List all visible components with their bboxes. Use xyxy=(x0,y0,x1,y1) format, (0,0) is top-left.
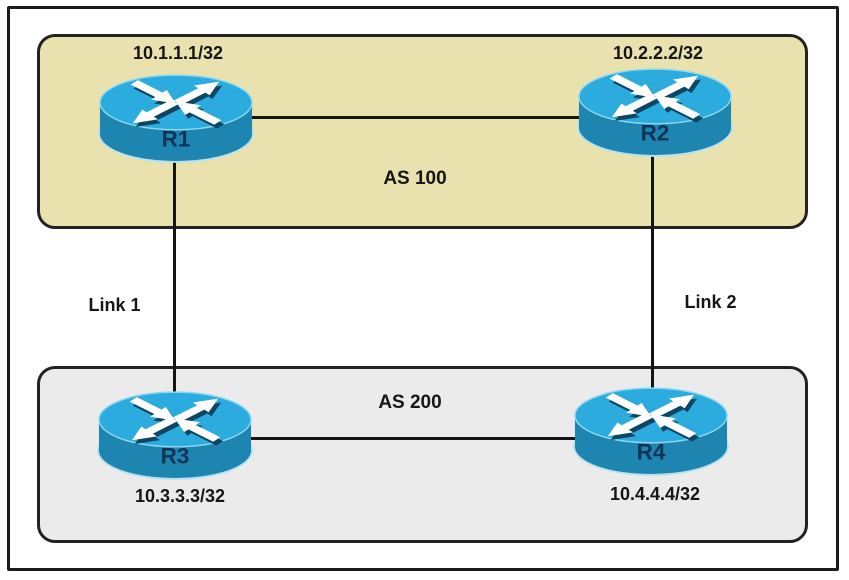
link-line-link2 xyxy=(651,145,654,397)
router-r3-label: R3 xyxy=(161,443,190,468)
router-r4-icon: R4 xyxy=(573,386,729,480)
router-r1-ip-label: 10.1.1.1/32 xyxy=(132,43,224,63)
router-r1-label: R1 xyxy=(162,126,191,151)
router-r4-label: R4 xyxy=(637,439,666,464)
router-r4-ip-label: 10.4.4.4/32 xyxy=(609,484,701,504)
link1-label: Link 1 xyxy=(88,295,141,315)
as100-label: AS 100 xyxy=(383,168,447,189)
router-r2-icon: R2 xyxy=(577,67,733,161)
router-r2-ip-label: 10.2.2.2/32 xyxy=(612,43,704,63)
link-line-r1-r2 xyxy=(250,116,585,119)
link-line-link1 xyxy=(173,150,176,400)
router-r3-ip-label: 10.3.3.3/32 xyxy=(134,486,226,506)
router-r1-icon: R1 xyxy=(98,73,254,167)
link2-label: Link 2 xyxy=(684,292,737,312)
link-line-r3-r4 xyxy=(250,437,580,440)
router-r2-label: R2 xyxy=(641,120,670,145)
router-r3-icon: R3 xyxy=(97,390,253,484)
as200-label: AS 200 xyxy=(378,392,442,413)
